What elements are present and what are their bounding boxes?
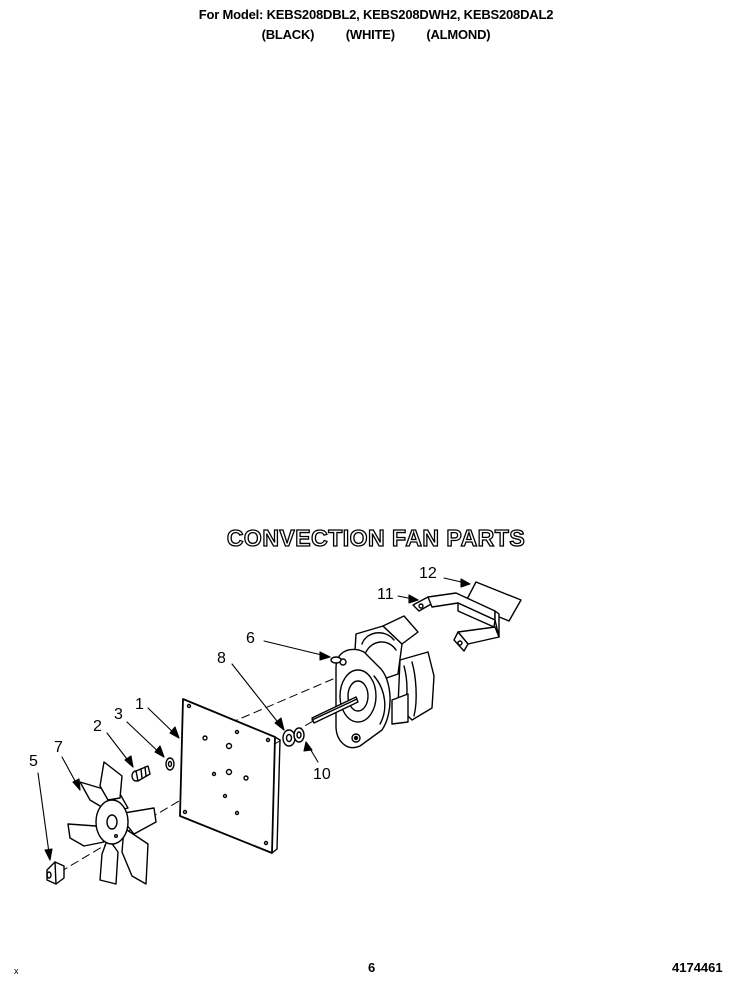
part-back-panel (179, 698, 281, 854)
callout-1: 1 (135, 696, 144, 713)
callout-3: 3 (114, 706, 123, 723)
footer-mark: x (14, 966, 19, 976)
document-number: 4174461 (672, 960, 723, 975)
model-line: For Model: KEBS208DBL2, KEBS208DWH2, KEB… (198, 7, 554, 22)
callout-5: 5 (29, 753, 38, 770)
part-screw (131, 765, 151, 782)
part-mounting-bracket (412, 592, 500, 652)
section-title: CONVECTION FAN PARTS (226, 524, 526, 551)
callout-11: 11 (377, 586, 394, 603)
callout-leaders (37, 577, 471, 861)
callout-10: 10 (313, 766, 331, 783)
part-fan-blade (67, 761, 157, 885)
part-small-washer (165, 757, 175, 771)
callout-2: 2 (93, 718, 102, 735)
page-number: 6 (368, 960, 376, 975)
callout-6: 7 (54, 739, 63, 756)
color-variants: (BLACK) (WHITE) (ALMOND) (0, 27, 752, 42)
part-insulation-pad (464, 581, 522, 622)
callout-8: 8 (217, 650, 226, 667)
part-fan-motor (311, 615, 435, 749)
part-nut (46, 861, 65, 885)
callout-12: 12 (419, 565, 437, 582)
part-washers (282, 727, 305, 747)
callout-labels: 12 11 6 8 10 1 3 2 7 5 (29, 565, 437, 783)
color-white: (WHITE) (345, 27, 395, 42)
callout-7: 6 (246, 630, 255, 647)
color-almond: (ALMOND) (426, 27, 491, 42)
color-black: (BLACK) (261, 27, 315, 42)
